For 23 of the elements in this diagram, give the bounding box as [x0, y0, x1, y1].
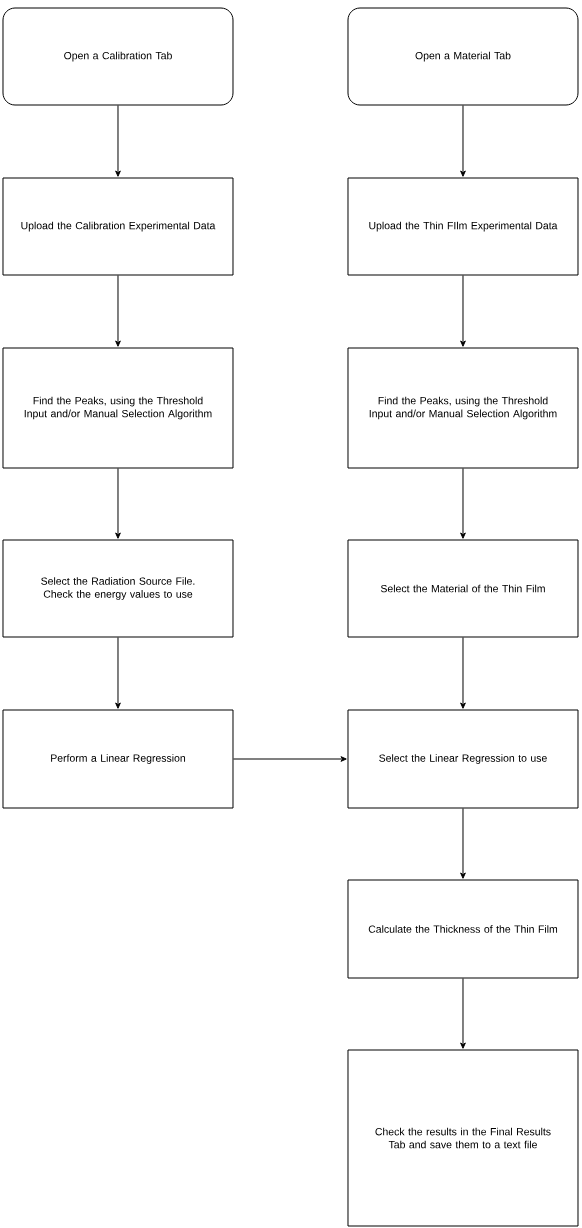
rounded-box: Open a Material Tab	[347, 7, 579, 106]
process-box: Find the Peaks, using the Threshold Input and/or Manual Selection Algorithm	[347, 347, 579, 469]
process-box: Upload the Calibration Experimental Data	[2, 177, 234, 276]
process-box: Calculate the Thickness of the Thin Film	[347, 879, 579, 979]
arrow	[233, 756, 347, 762]
arrow	[115, 105, 121, 177]
process-box: Check the results in the Final Results Tab and save them to a text file	[347, 1049, 579, 1227]
arrow	[460, 808, 466, 879]
arrow	[460, 637, 466, 709]
arrow	[115, 637, 121, 709]
process-box: Find the Peaks, using the Threshold Input and/or Manual Selection Algorithm	[2, 347, 234, 469]
arrow	[460, 468, 466, 539]
process-box: Perform a Linear Regression	[2, 709, 234, 809]
arrow	[115, 468, 121, 539]
arrow	[460, 275, 466, 347]
process-box: Select the Radiation Source File. Check the energy values to use	[2, 539, 234, 638]
rounded-box: Open a Calibration Tab	[2, 7, 234, 106]
process-box: Select the Material of the Thin Film	[347, 539, 579, 638]
arrow	[460, 978, 466, 1049]
arrow	[115, 275, 121, 347]
process-box: Upload the Thin FIlm Experimental Data	[347, 177, 579, 276]
process-box: Select the Linear Regression to use	[347, 709, 579, 809]
arrow	[460, 105, 466, 177]
